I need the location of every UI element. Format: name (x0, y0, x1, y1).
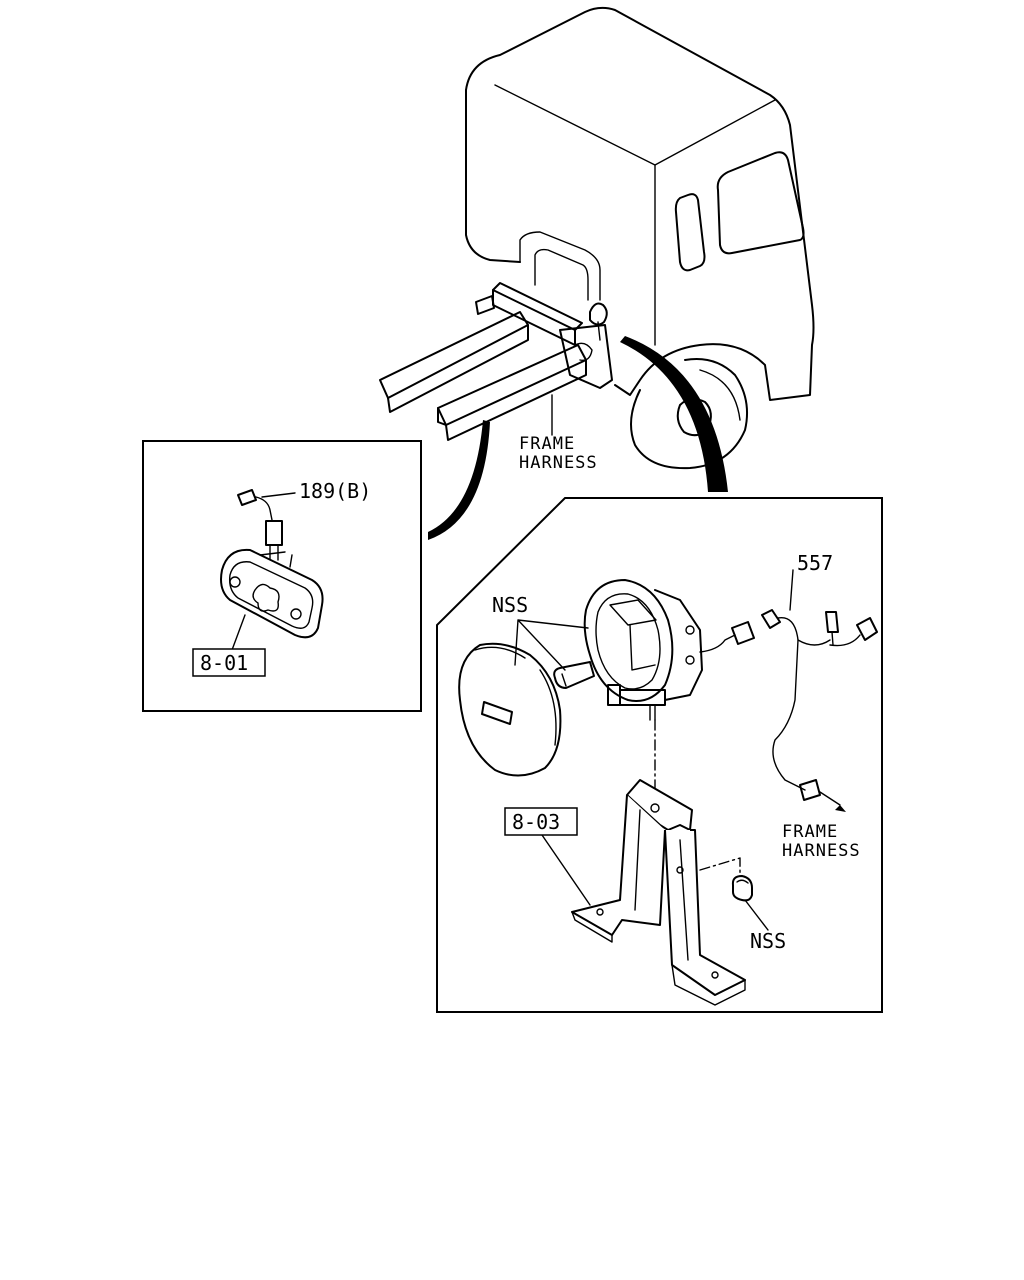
side-marker-lamp (220, 548, 324, 639)
detail-panel-fog-lamp: NSS 557 FRAME HARNESS (436, 497, 883, 1013)
leader-8-01 (231, 614, 246, 651)
callout-swoosh-right (620, 336, 728, 492)
leader-nss-bottom (744, 899, 769, 931)
part-label-189b: 189(B) (299, 479, 371, 503)
connector-189b (237, 489, 296, 561)
fog-lamp-housing (583, 579, 755, 721)
part-label-nss-top: NSS (492, 593, 528, 617)
fog-lamp-lens (458, 642, 562, 777)
truck-cab (465, 6, 815, 470)
leader-nss-top (514, 619, 589, 671)
fog-lamp-bracket (571, 779, 746, 1006)
part-label-557: 557 (797, 551, 833, 575)
part-box-8-01 (192, 648, 266, 677)
harness-557 (761, 569, 878, 812)
part-label-8-01: 8-01 (200, 651, 248, 675)
nut (699, 857, 753, 902)
detail-panel-marker-lamp: 189(B) 8-01 (142, 440, 422, 712)
part-label-nss-bottom: NSS (750, 929, 786, 953)
callout-swoosh-left (428, 420, 490, 540)
part-box-8-03 (504, 807, 578, 836)
part-label-8-03: 8-03 (512, 810, 560, 834)
frame-harness-label-right-2: HARNESS (782, 841, 861, 861)
leader-8-03 (541, 834, 591, 906)
chassis-frame (379, 282, 613, 441)
frame-harness-label-right-1: FRAME (782, 822, 838, 842)
frame-harness-label-top-2: HARNESS (519, 453, 598, 473)
frame-harness-label-top-1: FRAME (519, 434, 575, 454)
